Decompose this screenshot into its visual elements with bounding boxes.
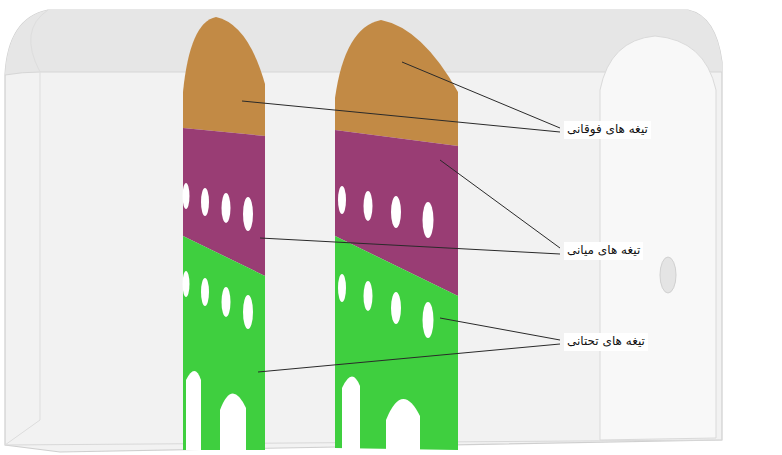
part-label: تیغه های فوقانی xyxy=(564,121,651,139)
blade-holes xyxy=(338,186,434,452)
tunnel-shell xyxy=(5,10,722,452)
upper-blade xyxy=(183,17,265,136)
part-label: تیغه های میانی xyxy=(564,242,643,260)
leader-lines xyxy=(242,62,560,372)
blade-holes xyxy=(183,183,254,452)
part-label: تیغه های تحتانی xyxy=(564,333,648,351)
left-end-edge xyxy=(5,10,48,445)
tunnel-end-face xyxy=(600,36,716,440)
upper-blade xyxy=(335,20,458,146)
end-opening xyxy=(660,257,676,293)
